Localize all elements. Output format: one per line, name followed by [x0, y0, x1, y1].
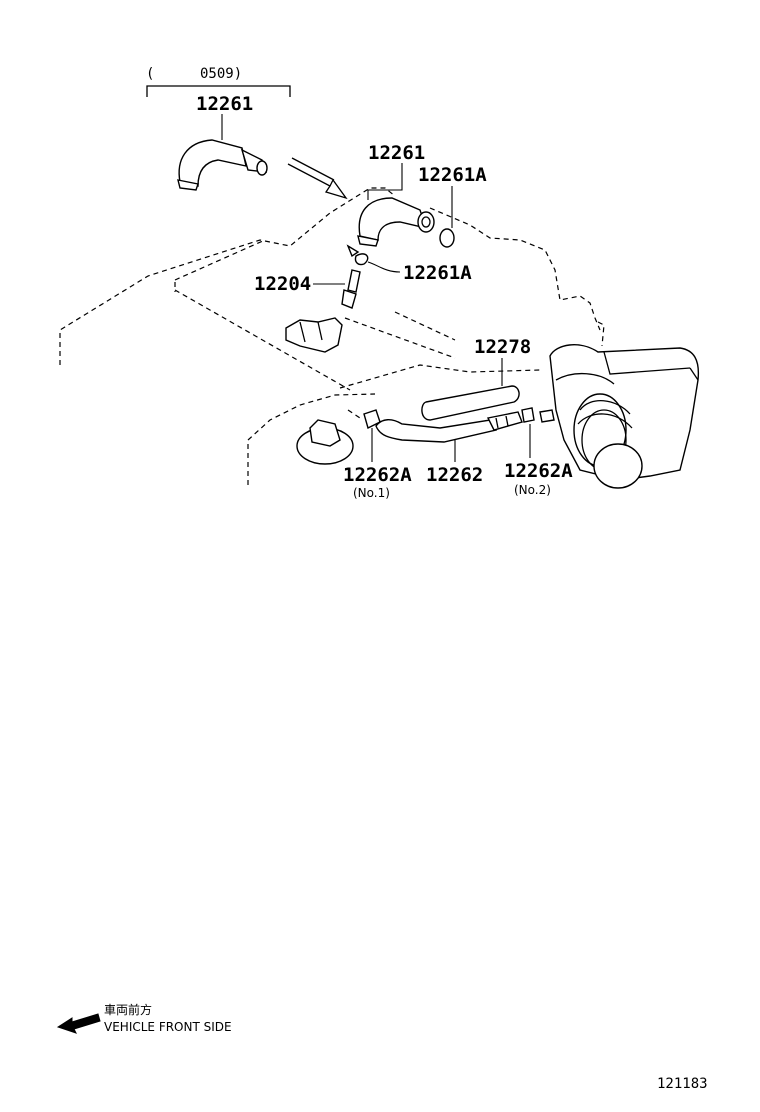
engine-outline [59, 187, 605, 485]
hose-12262 [375, 411, 523, 443]
clamp-12262a-no1 [347, 409, 381, 430]
clip-12261a-upper [439, 228, 455, 248]
callout-12262a-no2-sub: (No.2) [514, 483, 551, 497]
air-cleaner [539, 344, 700, 489]
callout-12262: 12262 [426, 464, 483, 486]
callout-12261-range: 12261 [196, 93, 253, 115]
hose-12278 [421, 385, 520, 421]
range-open: ( [146, 66, 154, 82]
callout-12262a-no1: 12262A [343, 464, 412, 486]
direction-arrow-icon [287, 157, 348, 200]
leader-lines [221, 114, 531, 462]
figure-reference: 121183 [657, 1076, 708, 1092]
callout-12261: 12261 [368, 142, 425, 164]
range-code: 0509) [200, 66, 242, 82]
pcv-valve-12204 [341, 269, 361, 309]
legend-english: VEHICLE FRONT SIDE [104, 1020, 232, 1034]
clip-12261a-lower [346, 244, 369, 266]
clamp-12262a-no2 [521, 407, 535, 423]
cover-block [285, 317, 343, 353]
oil-filler-cap [296, 419, 354, 465]
callout-12261a-upper: 12261A [418, 164, 487, 186]
hose-12261-range-part [177, 139, 268, 191]
front-arrow-icon [56, 1013, 101, 1034]
callout-12262a-no2: 12262A [504, 460, 573, 482]
hose-12261 [357, 197, 435, 247]
range-bracket: ( 0509) [146, 66, 291, 97]
vehicle-front-legend: 車両前方 VEHICLE FRONT SIDE [56, 1002, 232, 1034]
callout-12262a-no1-sub: (No.1) [353, 486, 390, 500]
legend-japanese: 車両前方 [104, 1002, 152, 1017]
callout-12204: 12204 [254, 273, 311, 295]
callout-12278: 12278 [474, 336, 531, 358]
callout-12261a-lower: 12261A [403, 262, 472, 284]
